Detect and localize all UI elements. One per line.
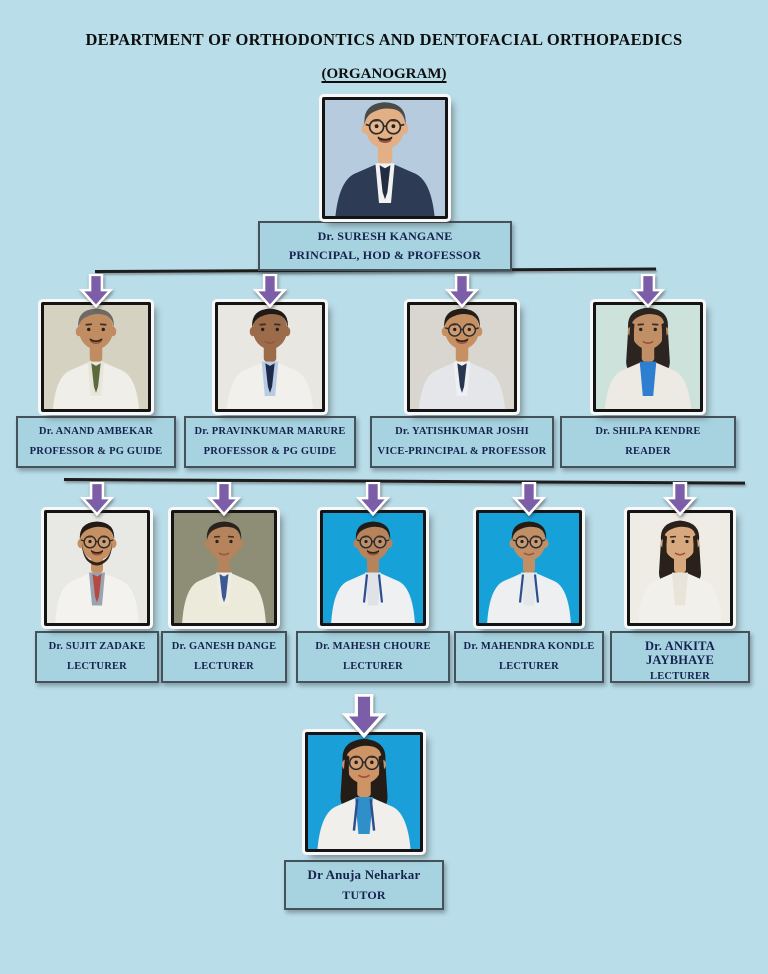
staff-photo	[322, 97, 448, 219]
staff-label: Dr Anuja Neharkar TUTOR	[284, 860, 444, 910]
org-node: Dr. SUJIT ZADAKE LECTURER	[35, 482, 159, 683]
org-node: Dr. MAHENDRA KONDLE LECTURER	[454, 482, 604, 683]
staff-photo	[627, 510, 733, 626]
staff-name: Dr. ANAND AMBEKAR	[38, 426, 154, 438]
staff-label: Dr. YATISHKUMAR JOSHI VICE-PRINCIPAL & P…	[370, 416, 554, 468]
staff-label: Dr. MAHESH CHOURE LECTURER	[296, 631, 450, 683]
down-arrow-icon	[630, 274, 666, 308]
down-arrow-icon	[341, 694, 387, 738]
staff-name: Dr Anuja Neharkar	[307, 867, 421, 883]
page-title: DEPARTMENT OF ORTHODONTICS AND DENTOFACI…	[85, 30, 683, 49]
portrait-illustration	[44, 305, 148, 409]
portrait-illustration	[479, 513, 579, 623]
org-node: Dr. ANKITA JAYBHAYE LECTURER	[610, 482, 750, 683]
portrait-illustration	[218, 305, 322, 409]
staff-role: LECTURER	[194, 661, 254, 673]
portrait-illustration	[325, 100, 445, 216]
staff-role: PROFESSOR & PG GUIDE	[29, 446, 163, 458]
staff-photo	[41, 302, 151, 412]
portrait-illustration	[308, 735, 420, 849]
staff-photo	[44, 510, 150, 626]
staff-photo	[320, 510, 426, 626]
page-subtitle: (ORGANOGRAM)	[321, 66, 447, 82]
staff-name: Dr. PRAVINKUMAR MARURE	[194, 426, 346, 438]
portrait-illustration	[174, 513, 274, 623]
down-arrow-icon	[79, 482, 115, 516]
staff-role: PROFESSOR & PG GUIDE	[203, 446, 337, 458]
staff-label: Dr. GANESH DANGE LECTURER	[161, 631, 287, 683]
down-arrow-icon	[511, 482, 547, 516]
staff-name: Dr. MAHENDRA KONDLE	[463, 641, 595, 653]
down-arrow-icon	[78, 274, 114, 308]
staff-role: LECTURER	[499, 661, 559, 673]
portrait-illustration	[596, 305, 700, 409]
portrait-illustration	[630, 513, 730, 623]
staff-name: Dr. YATISHKUMAR JOSHI	[395, 426, 529, 438]
org-node: Dr. MAHESH CHOURE LECTURER	[296, 482, 450, 683]
org-node: Dr. ANAND AMBEKAR PROFESSOR & PG GUIDE	[16, 274, 176, 468]
down-arrow-icon	[252, 274, 288, 308]
staff-label: Dr. SHILPA KENDRE READER	[560, 416, 736, 468]
org-node-tutor: Dr Anuja Neharkar TUTOR	[284, 694, 444, 910]
staff-name: Dr. SURESH KANGANE	[317, 228, 453, 243]
staff-name: Dr. MAHESH CHOURE	[315, 641, 431, 653]
org-node: Dr. YATISHKUMAR JOSHI VICE-PRINCIPAL & P…	[370, 274, 554, 468]
staff-name: Dr. SUJIT ZADAKE	[48, 641, 146, 653]
staff-label: Dr. PRAVINKUMAR MARURE PROFESSOR & PG GU…	[184, 416, 356, 468]
portrait-illustration	[47, 513, 147, 623]
staff-label: Dr. ANAND AMBEKAR PROFESSOR & PG GUIDE	[16, 416, 176, 468]
down-arrow-icon	[444, 274, 480, 308]
staff-name: Dr. GANESH DANGE	[171, 641, 277, 653]
staff-photo	[215, 302, 325, 412]
staff-role: LECTURER	[650, 670, 710, 682]
org-node: Dr. PRAVINKUMAR MARURE PROFESSOR & PG GU…	[184, 274, 356, 468]
staff-photo	[171, 510, 277, 626]
staff-photo	[407, 302, 517, 412]
staff-role: LECTURER	[343, 661, 403, 673]
staff-role: LECTURER	[67, 661, 127, 673]
down-arrow-icon	[355, 482, 391, 516]
staff-label: Dr. SURESH KANGANE PRINCIPAL, HOD & PROF…	[258, 221, 512, 271]
staff-photo	[593, 302, 703, 412]
org-node: Dr. SHILPA KENDRE READER	[560, 274, 736, 468]
staff-role: PRINCIPAL, HOD & PROFESSOR	[288, 248, 482, 263]
staff-label: Dr. SUJIT ZADAKE LECTURER	[35, 631, 159, 683]
staff-photo	[305, 732, 423, 852]
staff-role: VICE-PRINCIPAL & PROFESSOR	[377, 446, 547, 458]
staff-name: Dr. ANKITA JAYBHAYE	[644, 639, 716, 667]
staff-label: Dr. ANKITA JAYBHAYE LECTURER	[610, 631, 750, 683]
staff-label: Dr. MAHENDRA KONDLE LECTURER	[454, 631, 604, 683]
portrait-illustration	[323, 513, 423, 623]
staff-role: READER	[625, 446, 671, 458]
down-arrow-icon	[662, 482, 698, 516]
org-node-principal: Dr. SURESH KANGANE PRINCIPAL, HOD & PROF…	[258, 97, 512, 271]
portrait-illustration	[410, 305, 514, 409]
staff-photo	[476, 510, 582, 626]
org-node: Dr. GANESH DANGE LECTURER	[161, 482, 287, 683]
down-arrow-icon	[206, 482, 242, 516]
staff-role: TUTOR	[342, 887, 386, 902]
staff-name: Dr. SHILPA KENDRE	[595, 426, 701, 438]
